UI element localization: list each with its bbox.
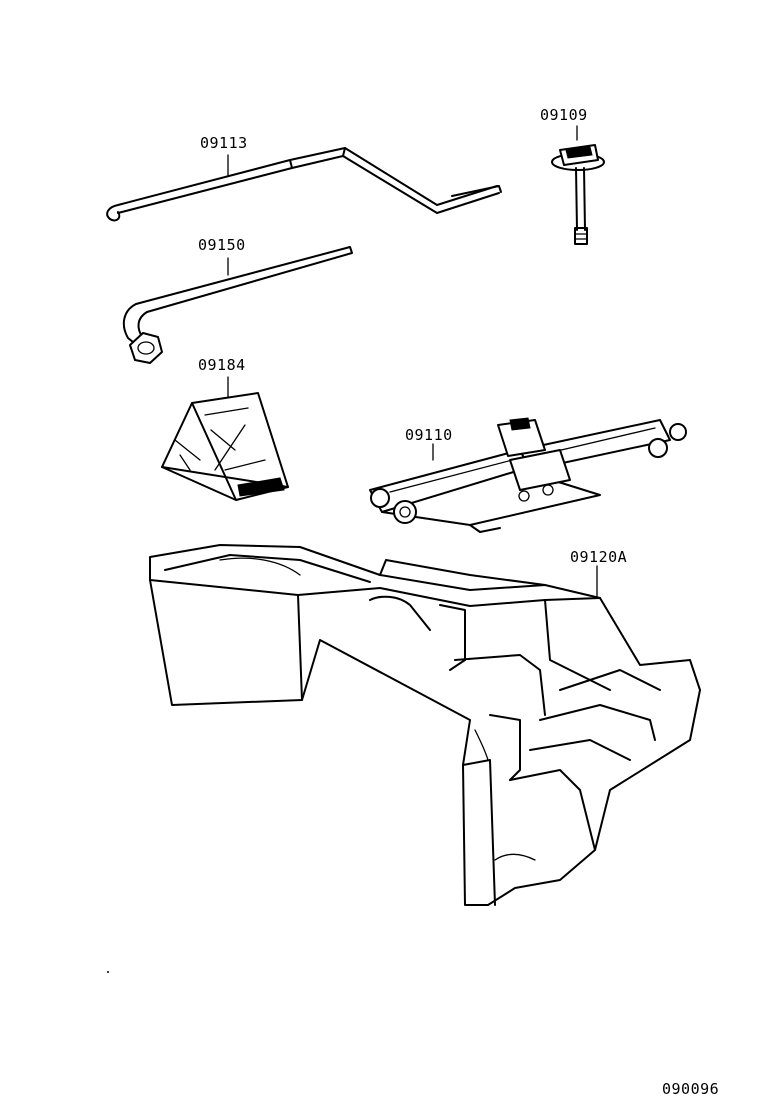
jack-handle-drawing [106, 147, 502, 222]
tool-tray-drawing [149, 544, 701, 906]
scissor-jack-drawing [369, 417, 687, 533]
label-09110: 09110 [405, 426, 453, 444]
wheel-wrench-drawing [122, 246, 353, 364]
diagram-id: 090096 [662, 1080, 720, 1098]
stray-dot [107, 971, 109, 973]
spare-wheel-bolt-drawing [551, 125, 605, 245]
label-09150: 09150 [198, 236, 246, 254]
wheel-chock-drawing [161, 376, 289, 501]
label-09184: 09184 [198, 356, 246, 374]
label-09109: 09109 [540, 106, 588, 124]
label-09113: 09113 [200, 134, 248, 152]
label-09120a: 09120A [570, 548, 628, 566]
